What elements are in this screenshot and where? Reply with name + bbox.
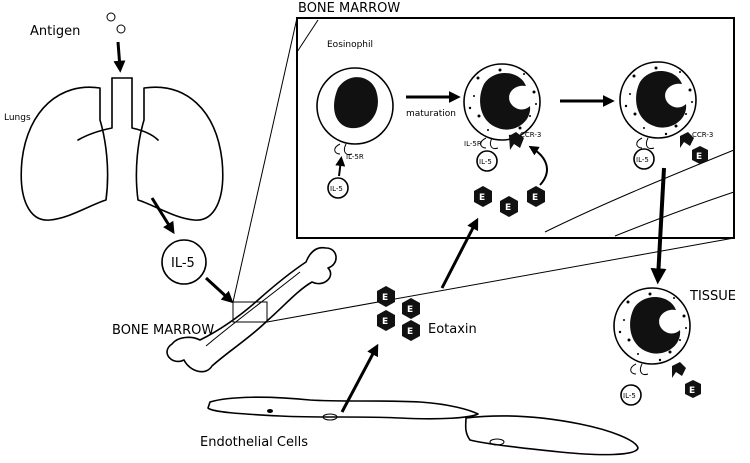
svg-text:E: E (505, 203, 511, 213)
maturation-label: maturation (406, 109, 456, 119)
eotaxin-label: Eotaxin (428, 322, 477, 337)
zoom-line-top (232, 17, 298, 303)
eotaxin-to-inset-arrow (440, 217, 479, 289)
svg-text:E: E (689, 386, 695, 396)
lungs-label: Lungs (4, 113, 31, 123)
antigen-particles (106, 12, 126, 34)
il5-molecule (161, 239, 207, 285)
il5-small-molecule-3 (633, 148, 655, 170)
inset-vessel-lines (296, 19, 735, 237)
lungs-drawing (20, 77, 224, 221)
svg-text:E: E (407, 305, 413, 315)
antigen-label: Antigen (30, 24, 80, 39)
bone-drawing (166, 246, 337, 373)
il5-small-label-1: IL-5 (330, 185, 343, 193)
eotaxin-molecule-1: E (377, 286, 395, 307)
svg-text:E: E (696, 152, 702, 162)
endothelium-to-eotaxin-arrow (340, 343, 379, 413)
ccr3-label-2: CCR-3 (692, 131, 713, 139)
eotaxin-bound-2: E (685, 380, 701, 398)
il5-small-label-3: IL-5 (636, 156, 649, 164)
zoom-line-bottom (266, 237, 735, 323)
eotaxin-molecule-inset-3: E (527, 186, 545, 207)
antigen-arrow (113, 41, 126, 73)
svg-text:E: E (407, 327, 413, 337)
il5-small-molecule-2 (476, 150, 498, 172)
svg-text:E: E (479, 193, 485, 203)
il5-label: IL-5 (171, 256, 195, 271)
bone-marrow-inset-frame (296, 17, 735, 239)
il5-to-receptor-arrow (335, 156, 346, 177)
eotaxin-molecule-inset-2: E (500, 196, 518, 217)
lungs-to-il5-arrow (150, 197, 175, 235)
il5-small-molecule-4 (620, 384, 642, 406)
il5r-label-1: IL-5R (346, 153, 364, 161)
endothelial-cells-label: Endothelial Cells (200, 435, 308, 450)
ccr3-label-1: CCR-3 (520, 131, 541, 139)
eosinophil-label: Eosinophil (327, 40, 373, 50)
il5-small-label-4: IL-5 (623, 392, 636, 400)
eotaxin-molecule-4: E (402, 320, 420, 341)
eotaxin-to-ccr3-arrow (528, 145, 548, 186)
eosinophil-maturing (463, 63, 541, 150)
svg-text:E: E (532, 193, 538, 203)
eosinophil-immature (316, 67, 394, 155)
bone-marrow-label: BONE MARROW (112, 323, 214, 338)
eotaxin-molecule-3: E (377, 310, 395, 331)
to-tissue-arrow (650, 167, 667, 285)
svg-text:E: E (382, 293, 388, 303)
il5-small-molecule-1 (327, 177, 349, 199)
bone-marrow-inset-label: BONE MARROW (298, 1, 400, 16)
eosinophil-tissue (613, 287, 691, 378)
eotaxin-molecule-2: E (402, 298, 420, 319)
eotaxin-molecule-inset-1: E (474, 186, 492, 207)
il5r-label-2: IL-5R (464, 140, 482, 148)
il5-to-bone-arrow (204, 276, 234, 304)
il5-small-label-2: IL-5 (479, 158, 492, 166)
tissue-label: TISSUE (689, 289, 736, 304)
svg-text:E: E (382, 317, 388, 327)
eotaxin-bound-1: E (692, 146, 708, 164)
bone-marrow-zoom-box (232, 301, 268, 323)
eosinophil-mature (619, 61, 697, 149)
endothelial-cells-drawing (207, 396, 639, 456)
